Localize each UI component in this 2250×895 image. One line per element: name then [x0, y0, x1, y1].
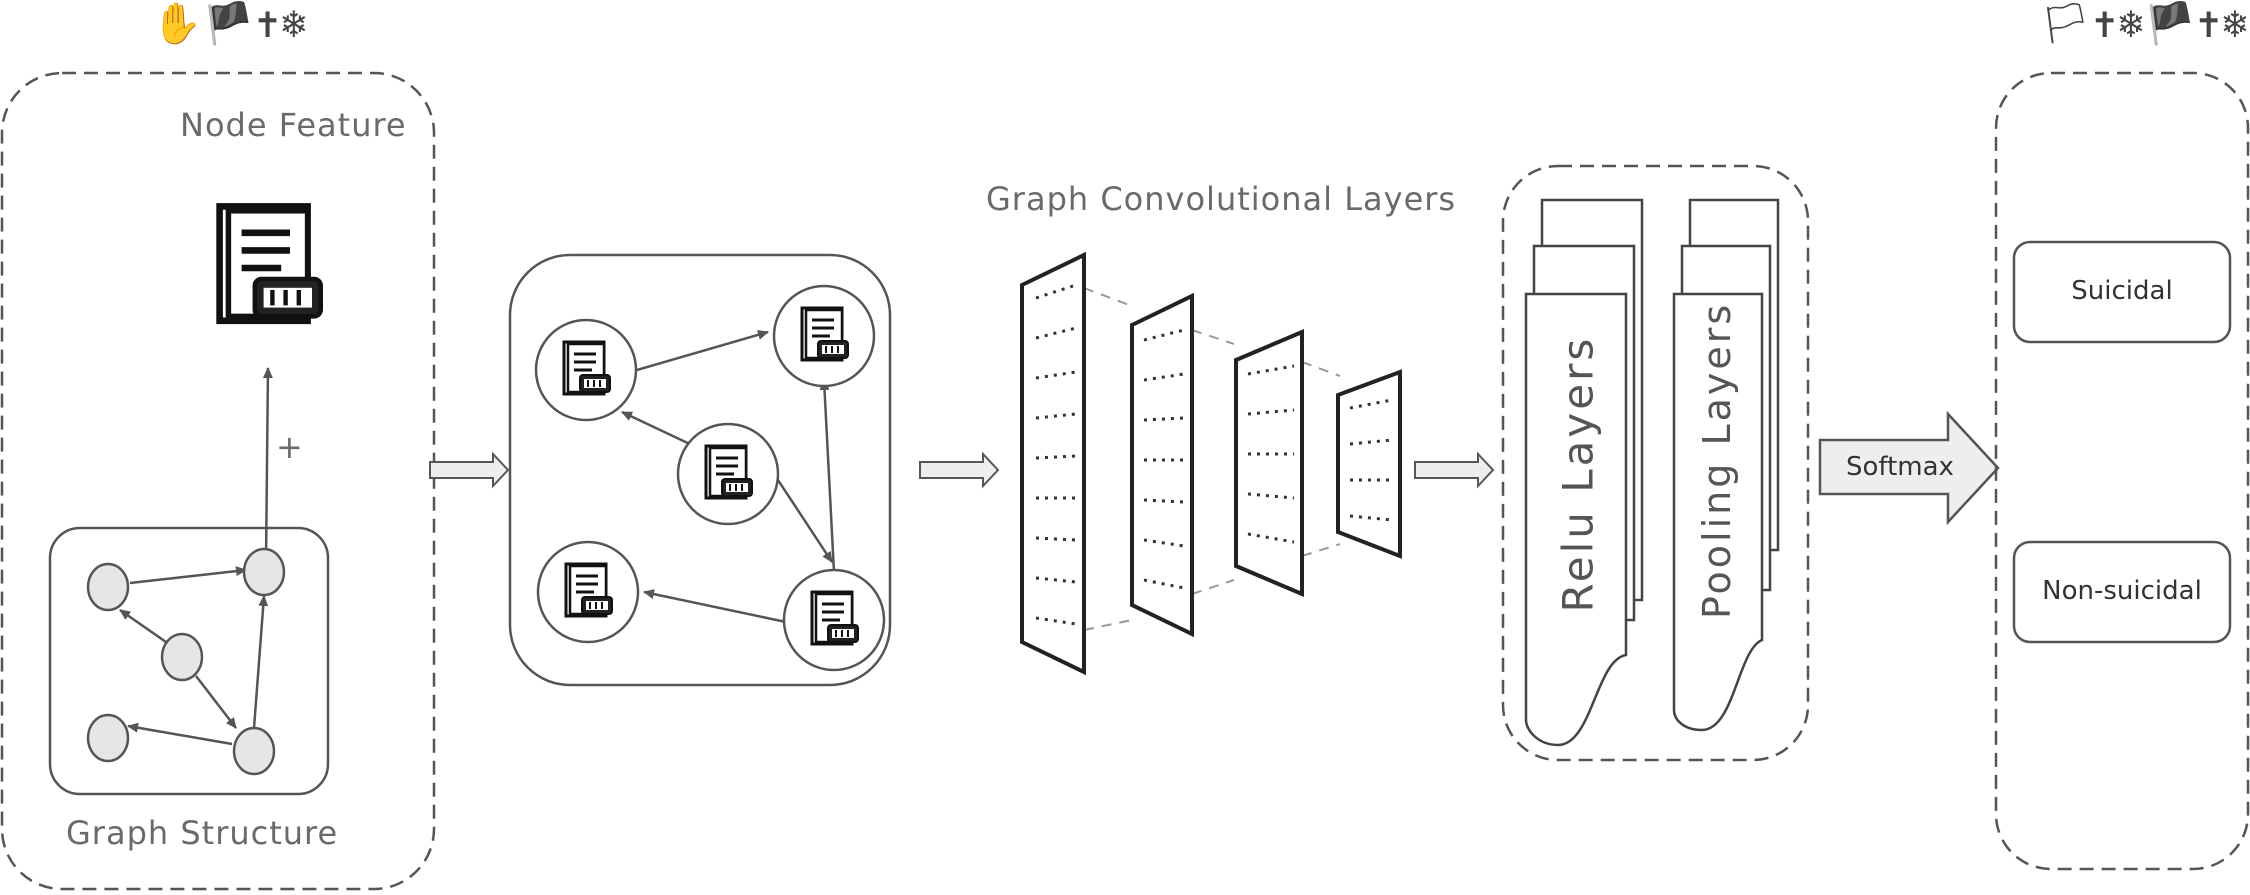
node-feature-document-icon — [220, 206, 321, 320]
relu-layer-stack — [1524, 198, 1644, 747]
class-suicidal-label: Suicidal — [2071, 276, 2173, 306]
attributed-graph-box — [508, 253, 892, 687]
gcn-layers — [1020, 251, 1402, 676]
header-glyphs-right: 🏳✝❄🏴✝❄ — [2040, 1, 2249, 47]
softmax-arrow — [1818, 410, 2000, 526]
flow-arrow-1 — [429, 451, 510, 489]
header-glyphs-left: ✋🏴✝❄ — [152, 1, 308, 47]
plus-sign: + — [276, 428, 304, 466]
class-non-suicidal-box — [2012, 540, 2232, 644]
flow-arrow-3 — [1414, 451, 1495, 489]
post-layers-border — [1501, 164, 1810, 762]
attributed-graph-edges — [621, 329, 836, 624]
output-panel-border — [1994, 71, 2250, 871]
input-panel-border — [0, 71, 436, 891]
feature-link-arrow — [262, 367, 273, 561]
graph-structure-box — [48, 526, 330, 796]
node-feature-label: Node Feature — [180, 106, 407, 144]
class-non-suicidal-label: Non-suicidal — [2042, 576, 2202, 606]
gcn-title: Graph Convolutional Layers — [986, 180, 1457, 218]
class-suicidal-box — [2012, 240, 2232, 344]
graph-structure-edges — [119, 566, 269, 746]
relu-label: Relu Layers — [1553, 335, 1603, 613]
pooling-label: Pooling Layers — [1695, 301, 1739, 619]
attributed-graph-nodes — [534, 284, 886, 672]
graph-structure-label: Graph Structure — [66, 814, 339, 852]
flow-arrow-2 — [919, 451, 1000, 489]
graph-structure-nodes — [86, 547, 286, 776]
softmax-label: Softmax — [1846, 452, 1954, 482]
pooling-layer-stack — [1672, 198, 1780, 732]
